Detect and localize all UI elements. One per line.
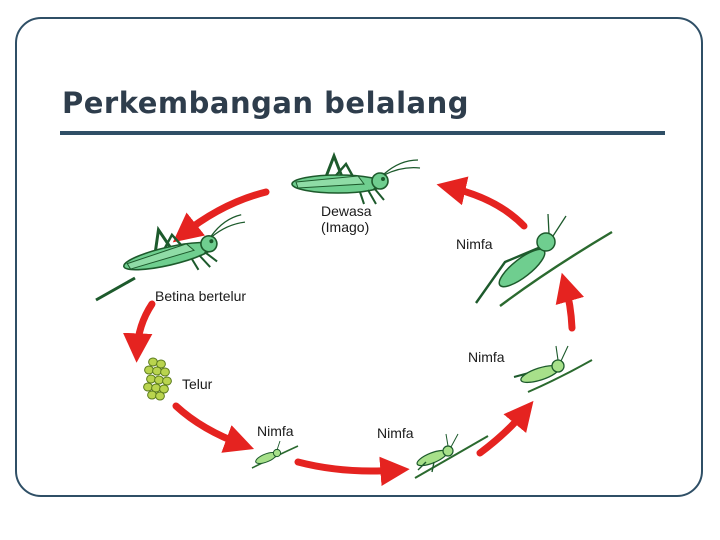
stage-label-adult-subtitle: (Imago) [321,219,370,235]
stage-label-egg: Telur [182,376,213,392]
page-title: Perkembangan belalang [62,86,470,120]
cycle-arrows [122,176,584,486]
stage-label-nymph-large: Nimfa [456,236,493,252]
grasshopper-nymph-icon [475,213,613,307]
grasshopper-nymph-icon [513,345,593,393]
grasshopper-female-icon [116,208,255,288]
stage-label-female: Betina bertelur [155,288,247,304]
cycle-arrow-icon [172,402,255,453]
cycle-arrow-icon [555,272,584,332]
slide-frame [15,17,703,497]
stage-label-nymph-smallest: Nimfa [257,423,294,439]
grasshopper-nymph-icon [414,433,489,479]
ovipositor-stroke [95,276,136,302]
cycle-arrow-icon [294,456,410,486]
egg-cluster-icon [143,357,172,401]
grasshopper-nymph-icon [251,440,299,469]
title-divider [60,131,665,135]
cycle-arrow-icon [172,188,270,243]
stage-label-adult: Dewasa [321,203,372,219]
stage-label-nymph-small: Nimfa [377,425,414,441]
cycle-arrow-icon [122,300,156,363]
cycle-arrow-icon [436,176,528,230]
cycle-arrow-icon [476,400,534,457]
grasshopper-adult-icon [290,154,422,206]
stage-label-nymph-medium: Nimfa [468,349,505,365]
